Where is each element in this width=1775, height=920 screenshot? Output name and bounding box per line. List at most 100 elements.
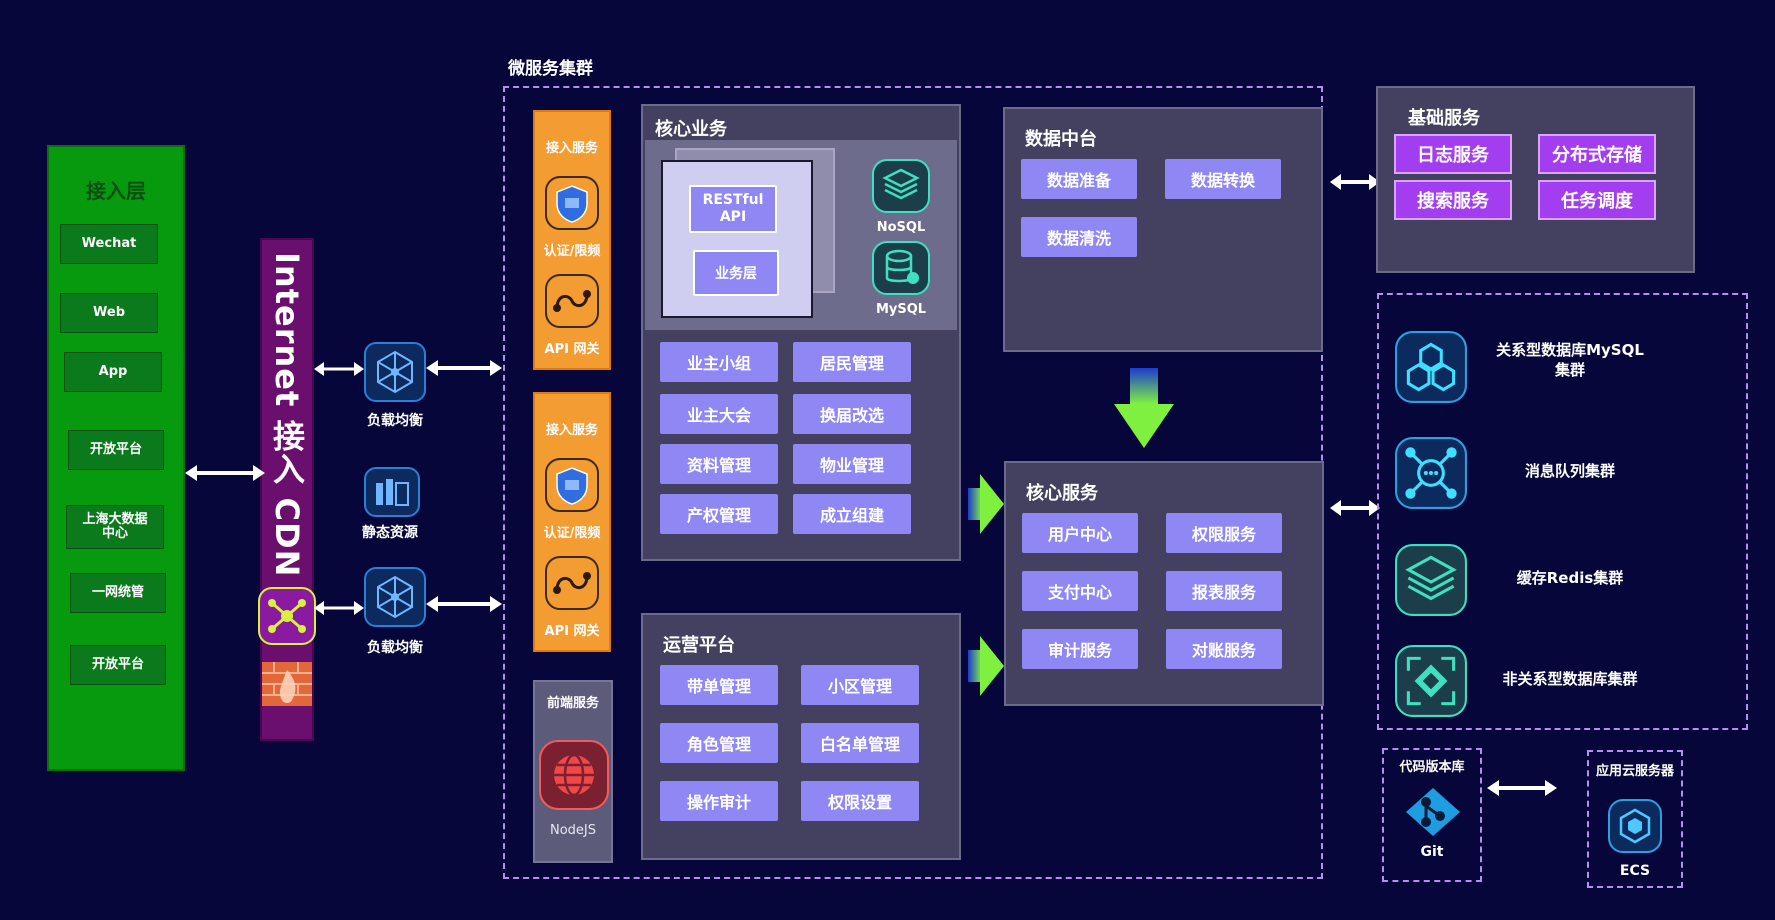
api-gateway-label: API 网关	[544, 624, 600, 639]
code-repo-boundary	[1382, 748, 1482, 882]
double-arrow-coreservices-clusters	[1330, 500, 1380, 516]
load-balancer-icon	[364, 567, 426, 627]
right-arrow-icon	[968, 474, 1004, 534]
network-node-icon	[258, 587, 316, 645]
core-business-panel: 核心业务 RESTful API 业务层 NoSQL MySQL 业主小组居民管…	[641, 104, 961, 561]
cloud-server-boundary	[1587, 750, 1683, 888]
hexagon-cluster-icon	[1393, 330, 1469, 404]
frontend-service-title: 前端服务	[546, 696, 599, 711]
core-business-item: 物业管理	[793, 444, 911, 484]
access-service-panel-1: 接入服务 认证/限频 API 网关	[533, 110, 611, 370]
data-center-item: 数据准备	[1021, 159, 1137, 199]
ops-platform-item: 操作审计	[660, 781, 778, 821]
core-services-item: 用户中心	[1022, 513, 1138, 553]
core-services-panel: 核心服务 用户中心权限服务支付中心报表服务审计服务对账服务	[1004, 461, 1324, 706]
access-service-title: 接入服务	[545, 141, 598, 156]
ops-platform-item: 权限设置	[801, 781, 919, 821]
cluster-label: 非关系型数据库集群	[1502, 670, 1638, 688]
core-business-item: 换届改选	[793, 394, 911, 434]
cluster-label: 缓存Redis集群	[1516, 569, 1624, 587]
load-balancer-icon	[364, 342, 426, 402]
basic-service-button: 搜索服务	[1394, 180, 1512, 220]
static-resources-icon	[364, 467, 420, 517]
cluster-title: 微服务集群	[508, 59, 593, 79]
core-services-item: 支付中心	[1022, 571, 1138, 611]
basic-service-button: 日志服务	[1394, 134, 1512, 174]
data-center-item: 数据清洗	[1021, 217, 1137, 257]
nosql-label: NoSQL	[876, 220, 926, 235]
access-layer-item: 上海大数据 中心	[66, 505, 164, 549]
core-services-title: 核心服务	[1026, 483, 1098, 504]
data-center-item: 数据转换	[1165, 159, 1281, 199]
cluster-label: 消息队列集群	[1524, 462, 1615, 480]
shield-icon	[543, 456, 601, 514]
data-center-panel: 数据中台 数据准备数据转换数据清洗	[1003, 107, 1323, 352]
access-service-title: 接入服务	[545, 423, 598, 438]
code-repo-title: 代码版本库	[1399, 760, 1465, 775]
static-resources-label: 静态资源	[362, 525, 418, 541]
core-business-item: 资料管理	[660, 444, 778, 484]
ops-platform-panel: 运营平台 带单管理小区管理角色管理白名单管理操作审计权限设置	[641, 613, 961, 860]
business-layer-box: 业务层	[693, 250, 779, 296]
api-gateway-icon	[543, 272, 601, 330]
access-layer-item: 开放平台	[68, 430, 164, 470]
basic-services-title: 基础服务	[1408, 108, 1480, 129]
load-balancer-label-1: 负载均衡	[367, 413, 423, 429]
globe-icon	[537, 738, 611, 812]
basic-service-button: 任务调度	[1538, 180, 1656, 220]
double-arrow-access-cdn	[185, 465, 265, 481]
clusters-boundary	[1377, 293, 1748, 730]
double-arrow-cdn-lb1	[314, 362, 364, 376]
access-layer-item: Wechat	[60, 224, 158, 264]
mysql-database-icon	[871, 240, 931, 296]
ops-platform-title: 运营平台	[663, 635, 735, 656]
core-business-item: 产权管理	[660, 494, 778, 534]
core-services-item: 权限服务	[1166, 513, 1282, 553]
stack-layers-icon	[1393, 543, 1469, 617]
ecs-icon	[1605, 798, 1665, 856]
basic-services-panel: 基础服务 日志服务分布式存储搜索服务任务调度	[1376, 86, 1695, 273]
core-services-item: 对账服务	[1166, 629, 1282, 669]
core-business-item: 居民管理	[793, 342, 911, 382]
access-layer-item: 一网统管	[70, 573, 166, 613]
message-queue-icon	[1393, 436, 1469, 510]
access-layer-item: App	[64, 352, 162, 392]
api-gateway-label: API 网关	[544, 342, 600, 357]
nosql-diamond-icon	[1393, 644, 1469, 718]
git-label: Git	[1420, 844, 1444, 860]
internet-cdn-label: Internet 接入 CDN	[268, 252, 306, 578]
double-arrow-datacenter-basic	[1330, 174, 1380, 190]
basic-service-button: 分布式存储	[1538, 134, 1656, 174]
auth-rate-limit-label: 认证/限频	[543, 244, 601, 259]
core-business-title: 核心业务	[655, 119, 727, 140]
nosql-stack-icon	[871, 158, 931, 214]
core-services-item: 报表服务	[1166, 571, 1282, 611]
core-business-item: 业主大会	[660, 394, 778, 434]
cloud-server-title: 应用云服务器	[1595, 764, 1674, 779]
api-gateway-icon	[543, 554, 601, 612]
nodejs-label: NodeJS	[549, 823, 596, 838]
access-layer-item: Web	[60, 293, 158, 333]
frontend-service-panel: 前端服务 NodeJS	[533, 680, 613, 863]
core-business-item: 成立组建	[793, 494, 911, 534]
auth-rate-limit-label: 认证/限频	[543, 526, 601, 541]
ops-platform-item: 带单管理	[660, 665, 778, 705]
double-arrow-lb2-cluster	[426, 596, 502, 612]
shield-icon	[543, 174, 601, 232]
core-business-item: 业主小组	[660, 342, 778, 382]
mysql-label: MySQL	[875, 302, 927, 317]
ops-platform-item: 白名单管理	[801, 723, 919, 763]
down-arrow-icon	[1114, 368, 1174, 448]
ops-platform-item: 小区管理	[801, 665, 919, 705]
data-center-title: 数据中台	[1025, 129, 1097, 150]
access-service-panel-2: 接入服务 认证/限频 API 网关	[533, 392, 611, 652]
internet-cdn-bar	[260, 238, 314, 741]
access-layer-item: 开放平台	[70, 645, 166, 685]
restful-api-box: RESTful API	[689, 185, 777, 233]
double-arrow-git-ecs	[1487, 780, 1557, 796]
ops-platform-item: 角色管理	[660, 723, 778, 763]
firewall-icon	[262, 660, 312, 708]
access-layer-title: 接入层	[86, 179, 146, 203]
cluster-label: 关系型数据库MySQL 集群	[1496, 341, 1644, 379]
double-arrow-lb1-cluster	[426, 360, 502, 376]
